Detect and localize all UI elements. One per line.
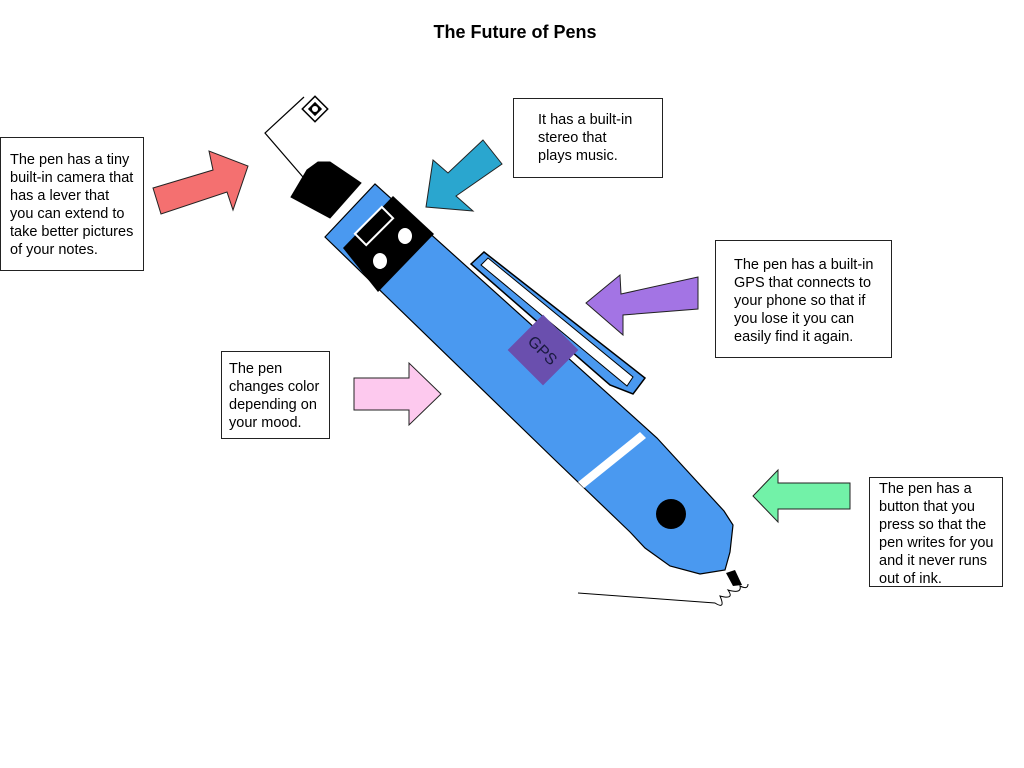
arrow-gps (585, 273, 699, 337)
pen: GPS (290, 161, 742, 586)
arrow-mood (353, 361, 442, 427)
callout-stereo: It has a built-in stereo that plays musi… (513, 98, 663, 178)
pen-grip-stripe (578, 432, 646, 488)
write-button (656, 499, 686, 529)
pen-body (324, 183, 734, 575)
pen-upper-band (343, 196, 434, 292)
arrow-button (752, 468, 851, 524)
callout-button: The pen has a button that you press so t… (869, 477, 1003, 587)
pen-cap-end (290, 161, 362, 219)
camera-lever (264, 96, 310, 185)
diagram-title: The Future of Pens (433, 22, 597, 42)
callout-gps: The pen has a built-in GPS that connects… (715, 240, 892, 358)
stereo-speaker-icon (353, 205, 412, 269)
writing-line (577, 583, 749, 606)
pen-tip (726, 570, 742, 586)
arrow-stereo (425, 139, 503, 212)
callout-camera: The pen has a tiny built-in camera that … (0, 137, 144, 271)
arrow-camera (152, 150, 249, 215)
callout-mood: The pen changes color depending on your … (221, 351, 330, 439)
gps-module: GPS (507, 314, 579, 386)
pen-clip-slot (480, 257, 634, 387)
camera-icon (301, 95, 329, 123)
